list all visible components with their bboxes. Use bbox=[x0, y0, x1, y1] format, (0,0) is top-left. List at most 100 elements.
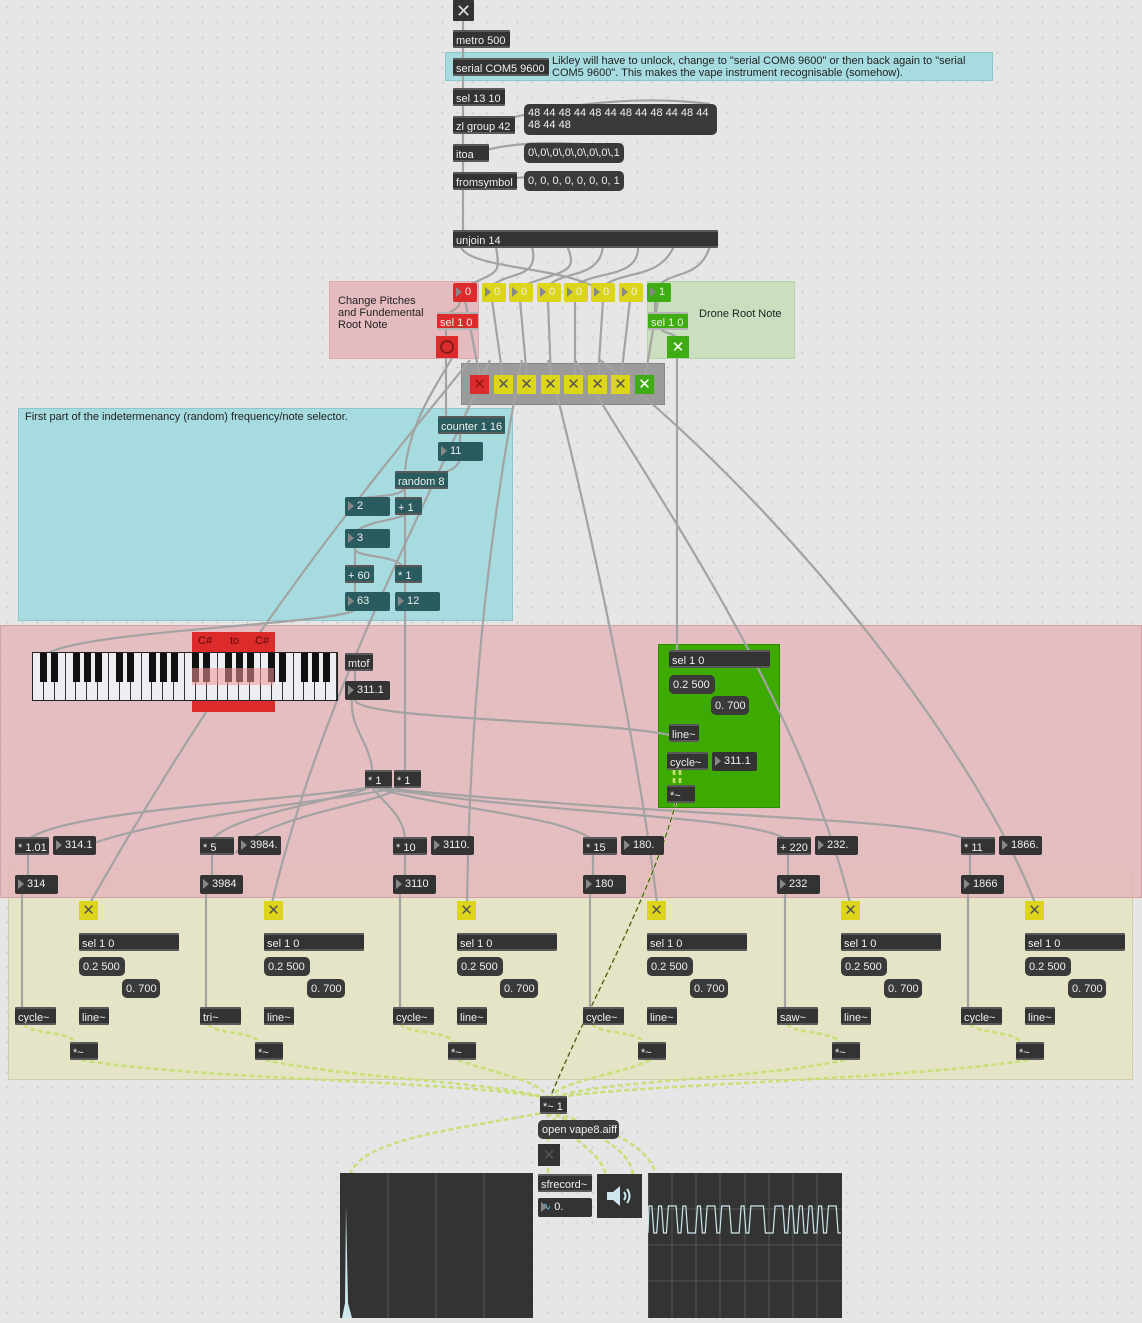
drone-msg-a[interactable]: 0.2 500 bbox=[669, 675, 715, 694]
black-key[interactable] bbox=[311, 653, 319, 682]
switch-value-yellow-5[interactable]: 0 bbox=[591, 283, 615, 302]
voice-frequency-value[interactable]: 314 bbox=[15, 875, 58, 894]
black-key[interactable] bbox=[40, 653, 48, 682]
white-key[interactable] bbox=[98, 653, 109, 700]
voice-frequency-value[interactable]: 1866 bbox=[961, 875, 1004, 894]
voice-operator[interactable]: * 1.01 bbox=[15, 837, 49, 855]
black-key[interactable] bbox=[148, 653, 156, 682]
black-key[interactable] bbox=[203, 653, 211, 682]
voice-output-value[interactable]: 180. bbox=[621, 836, 664, 855]
voice-msg-b[interactable]: 0. 700 bbox=[122, 979, 160, 998]
main-toggle[interactable]: ✕ bbox=[453, 0, 474, 21]
voice-toggle[interactable]: ✕ bbox=[264, 901, 283, 920]
bank-toggle-yellow-2[interactable]: ✕ bbox=[517, 375, 536, 394]
switch-value-yellow-4[interactable]: 0 bbox=[564, 283, 588, 302]
mul-a-object[interactable]: * 1 bbox=[365, 770, 392, 788]
voice-oscillator[interactable]: saw~ bbox=[777, 1007, 818, 1025]
drone-msg-b[interactable]: 0. 700 bbox=[711, 696, 749, 715]
plus-60-object[interactable]: + 60 bbox=[345, 565, 374, 583]
voice-output-value[interactable]: 1866. bbox=[999, 836, 1042, 855]
voice-line-object[interactable]: line~ bbox=[79, 1007, 109, 1025]
voice-line-object[interactable]: line~ bbox=[841, 1007, 871, 1025]
switch-value-yellow-6[interactable]: 0 bbox=[619, 283, 643, 302]
voice-oscillator[interactable]: cycle~ bbox=[393, 1007, 434, 1025]
voice-oscillator[interactable]: cycle~ bbox=[15, 1007, 56, 1025]
midi-note-value[interactable]: 63 bbox=[345, 592, 390, 611]
switch-value-red[interactable]: 0 bbox=[453, 283, 477, 302]
voice-sel-object[interactable]: sel 1 0 bbox=[1025, 933, 1125, 951]
voice-msg-a[interactable]: 0.2 500 bbox=[264, 957, 310, 976]
switch-value-yellow-3[interactable]: 0 bbox=[537, 283, 561, 302]
voice-output-value[interactable]: 314.1 bbox=[53, 836, 96, 855]
voice-msg-a[interactable]: 0.2 500 bbox=[841, 957, 887, 976]
black-key[interactable] bbox=[268, 653, 276, 682]
bank-toggle-yellow-1[interactable]: ✕ bbox=[494, 375, 513, 394]
switch-value-yellow-2[interactable]: 0 bbox=[509, 283, 533, 302]
piano-keyboard[interactable] bbox=[32, 652, 338, 701]
black-key[interactable] bbox=[235, 653, 243, 682]
white-key[interactable] bbox=[326, 653, 337, 700]
voice-mult-object[interactable]: *~ bbox=[1016, 1042, 1044, 1060]
black-key[interactable] bbox=[322, 653, 330, 682]
gain-object[interactable]: *~ 1 bbox=[540, 1096, 567, 1114]
voice-mult-object[interactable]: *~ bbox=[255, 1042, 283, 1060]
voice-mult-object[interactable]: *~ bbox=[638, 1042, 666, 1060]
voice-oscillator[interactable]: tri~ bbox=[200, 1007, 241, 1025]
voice-msg-a[interactable]: 0.2 500 bbox=[1025, 957, 1071, 976]
voice-frequency-value[interactable]: 232 bbox=[777, 875, 820, 894]
voice-sel-object[interactable]: sel 1 0 bbox=[457, 933, 557, 951]
voice-frequency-value[interactable]: 3984 bbox=[200, 875, 243, 894]
sel-red-object[interactable]: sel 1 0 bbox=[437, 312, 478, 330]
octave-value[interactable]: 12 bbox=[395, 592, 440, 611]
mtof-object[interactable]: mtof bbox=[345, 653, 373, 671]
voice-msg-b[interactable]: 0. 700 bbox=[1068, 979, 1106, 998]
switch-value-green[interactable]: 1 bbox=[647, 283, 671, 302]
voice-msg-b[interactable]: 0. 700 bbox=[690, 979, 728, 998]
voice-operator[interactable]: + 220 bbox=[777, 837, 811, 855]
voice-sel-object[interactable]: sel 1 0 bbox=[264, 933, 364, 951]
voice-toggle[interactable]: ✕ bbox=[647, 901, 666, 920]
voice-line-object[interactable]: line~ bbox=[647, 1007, 677, 1025]
black-key[interactable] bbox=[300, 653, 308, 682]
voice-mult-object[interactable]: *~ bbox=[448, 1042, 476, 1060]
random-object[interactable]: random 8 bbox=[395, 471, 448, 489]
voice-oscillator[interactable]: cycle~ bbox=[583, 1007, 624, 1025]
white-key[interactable] bbox=[174, 653, 185, 700]
black-key[interactable] bbox=[94, 653, 102, 682]
sel-green-object[interactable]: sel 1 0 bbox=[648, 312, 688, 330]
voice-mult-object[interactable]: *~ bbox=[70, 1042, 98, 1060]
voice-msg-b[interactable]: 0. 700 bbox=[307, 979, 345, 998]
voice-toggle[interactable]: ✕ bbox=[841, 901, 860, 920]
voice-line-object[interactable]: line~ bbox=[1025, 1007, 1055, 1025]
voice-msg-b[interactable]: 0. 700 bbox=[500, 979, 538, 998]
counter-object[interactable]: counter 1 16 bbox=[438, 416, 505, 434]
voice-msg-a[interactable]: 0.2 500 bbox=[647, 957, 693, 976]
voice-line-object[interactable]: line~ bbox=[264, 1007, 294, 1025]
times-object[interactable]: * 1 bbox=[395, 565, 422, 583]
voice-output-value[interactable]: 3984. bbox=[238, 836, 281, 855]
voice-msg-a[interactable]: 0.2 500 bbox=[79, 957, 125, 976]
bank-toggle-green[interactable]: ✕ bbox=[635, 375, 654, 394]
fromsymbol-object[interactable]: fromsymbol bbox=[453, 172, 517, 190]
voice-sel-object[interactable]: sel 1 0 bbox=[647, 933, 747, 951]
dac-button[interactable] bbox=[597, 1174, 642, 1218]
black-key[interactable] bbox=[192, 653, 200, 682]
mul-b-object[interactable]: * 1 bbox=[394, 770, 421, 788]
white-key[interactable] bbox=[131, 653, 142, 700]
voice-sel-object[interactable]: sel 1 0 bbox=[841, 933, 941, 951]
open-file-message[interactable]: open vape8.aiff bbox=[538, 1120, 619, 1139]
bank-toggle-yellow-4[interactable]: ✕ bbox=[564, 375, 583, 394]
voice-operator[interactable]: * 10 bbox=[393, 837, 427, 855]
voice-output-value[interactable]: 232. bbox=[815, 836, 858, 855]
itoa-object[interactable]: itoa bbox=[453, 144, 489, 162]
metro-object[interactable]: metro 500 bbox=[453, 30, 510, 48]
counter-value[interactable]: 11 bbox=[438, 442, 483, 461]
white-key[interactable] bbox=[283, 653, 294, 700]
voice-operator[interactable]: * 5 bbox=[200, 837, 234, 855]
sfrecord-object[interactable]: sfrecord~ bbox=[538, 1174, 592, 1192]
record-toggle[interactable]: ✕ bbox=[538, 1144, 560, 1166]
plus-1-object[interactable]: + 1 bbox=[395, 497, 422, 515]
black-key[interactable] bbox=[246, 653, 254, 682]
voice-toggle[interactable]: ✕ bbox=[457, 901, 476, 920]
black-key[interactable] bbox=[116, 653, 124, 682]
